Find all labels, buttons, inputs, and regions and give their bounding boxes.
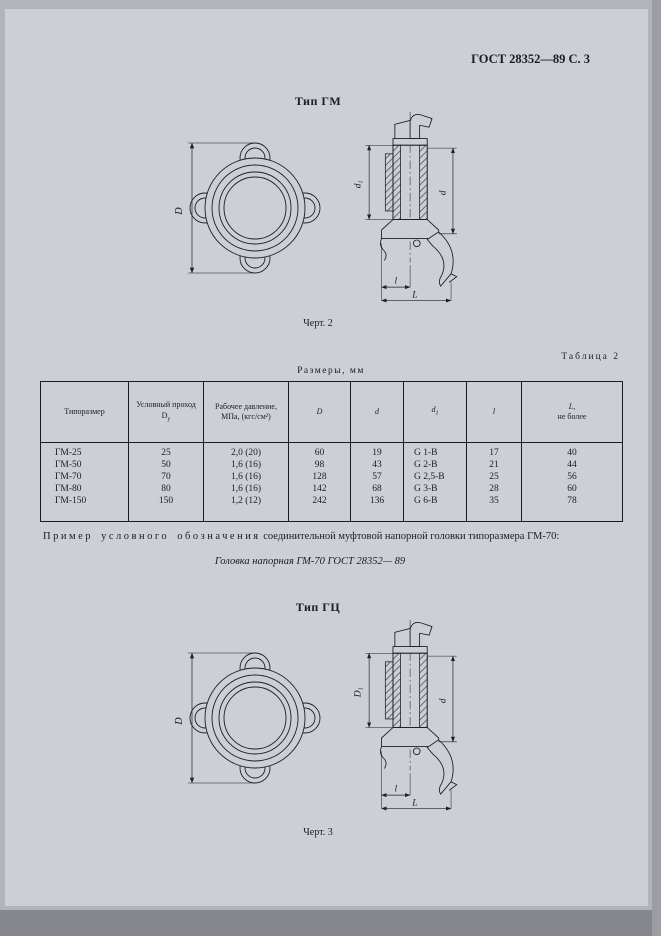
dim-label-d: d bbox=[438, 190, 448, 195]
table-cell: 242 bbox=[288, 495, 351, 522]
table-row: ГМ-25 25 2,0 (20) 60 19 G 1-B 17 40 bbox=[40, 442, 623, 459]
table-cell: 56 bbox=[521, 471, 623, 483]
table-cell: 17 bbox=[466, 442, 522, 459]
table-row: ГМ-70 70 1,6 (16) 128 57 G 2,5-B 25 56 bbox=[40, 471, 623, 483]
dimension-D: D bbox=[174, 142, 255, 274]
page-shadow-bottom bbox=[0, 910, 661, 936]
dim-label-D: D bbox=[174, 207, 185, 216]
col-header-tiporazmer: Типоразмер bbox=[40, 381, 129, 443]
dimension-D: D bbox=[174, 652, 255, 784]
table-cell: G 3-B bbox=[403, 483, 467, 495]
table-cell: ГМ-50 bbox=[40, 459, 129, 471]
document-header: ГОСТ 28352—89 С. 3 bbox=[471, 52, 590, 66]
table-cell: 40 bbox=[521, 442, 623, 459]
table-label: Таблица 2 bbox=[561, 352, 620, 362]
page-shadow-right bbox=[652, 0, 661, 936]
table-cell: 70 bbox=[128, 471, 204, 483]
dim-label-d1: d1 bbox=[354, 180, 365, 188]
example-spaced-text: Пример условного обозначения bbox=[43, 530, 261, 542]
table-cell: 78 bbox=[521, 495, 623, 522]
table-cell: 21 bbox=[466, 459, 522, 471]
coupling-side-section bbox=[380, 622, 458, 795]
document-page: ГОСТ 28352—89 С. 3 Тип ГМ D bbox=[5, 9, 648, 906]
dimension-l: l bbox=[381, 751, 411, 809]
table-cell: 1,6 (16) bbox=[203, 459, 289, 471]
table-cell: 142 bbox=[288, 483, 351, 495]
dim-label-L: L bbox=[411, 799, 417, 809]
dimensions-table-section: Таблица 2 Размеры, мм Типоразмер Условны… bbox=[40, 352, 623, 522]
designation-line: Головка напорная ГМ-70 ГОСТ 28352— 89 bbox=[214, 556, 406, 567]
table-cell: 2,0 (20) bbox=[203, 442, 289, 459]
table-cell: 50 bbox=[128, 459, 204, 471]
col-header-d: d bbox=[350, 381, 404, 443]
table-row: ГМ-50 50 1,6 (16) 98 43 G 2-B 21 44 bbox=[40, 459, 623, 471]
table-cell: G 6-B bbox=[403, 495, 467, 522]
col-header-d1: d1 bbox=[403, 381, 467, 443]
dimension-l: l bbox=[381, 243, 411, 301]
col-header-uslovny-prohod: Условный проход Dу bbox=[128, 381, 204, 443]
table-cell: ГМ-25 bbox=[40, 442, 129, 459]
col-header-D: D bbox=[288, 381, 351, 443]
table-cell: 128 bbox=[288, 471, 351, 483]
table-cell: 25 bbox=[466, 471, 522, 483]
dim-label-d: d bbox=[438, 698, 448, 703]
col-header-L: L,не более bbox=[521, 381, 623, 443]
col-header-l: l bbox=[466, 381, 522, 443]
dimension-d1: d1 bbox=[354, 144, 393, 220]
dimensions-table: Типоразмер Условный проход Dу Рабочее да… bbox=[40, 381, 623, 522]
figure1-side-view: d1 d l L bbox=[354, 111, 458, 303]
table-cell: 136 bbox=[350, 495, 404, 522]
table-cell: 25 bbox=[128, 442, 204, 459]
table-row: ГМ-80 80 1,6 (16) 142 68 G 3-B 28 60 bbox=[40, 483, 623, 495]
dimension-d: d bbox=[427, 147, 457, 235]
dim-label-D1: D1 bbox=[354, 687, 365, 698]
table-cell: 80 bbox=[128, 483, 204, 495]
table-cell: 28 bbox=[466, 483, 522, 495]
table-cell: 44 bbox=[521, 459, 623, 471]
table-cell: ГМ-150 bbox=[40, 495, 129, 522]
table-cell: 98 bbox=[288, 459, 351, 471]
dimension-L: L bbox=[381, 790, 452, 811]
table-cell: ГМ-70 bbox=[40, 471, 129, 483]
table-cell: ГМ-80 bbox=[40, 483, 129, 495]
table-cell: 1,2 (12) bbox=[203, 495, 289, 522]
figure1-front-view: D bbox=[174, 142, 321, 274]
table-cell: G 1-B bbox=[403, 442, 467, 459]
table-cell: 43 bbox=[350, 459, 404, 471]
dim-label-l: l bbox=[394, 784, 397, 794]
dim-label-D: D bbox=[174, 717, 185, 726]
col-header-rabochee-davlenie: Рабочее давление, МПа, (кгс/см²) bbox=[203, 381, 289, 443]
table-header-row: Типоразмер Условный проход Dу Рабочее да… bbox=[40, 381, 623, 443]
figure2-side-view: D1 d l L bbox=[354, 619, 458, 811]
dimension-D1: D1 bbox=[354, 652, 393, 728]
coupling-side-section bbox=[380, 114, 458, 287]
dimension-L: L bbox=[381, 282, 452, 303]
table-cell: 19 bbox=[350, 442, 404, 459]
table-cell: 57 bbox=[350, 471, 404, 483]
coupling-front-outline bbox=[189, 142, 321, 274]
figure1-caption: Черт. 2 bbox=[303, 318, 333, 329]
table-cell: 68 bbox=[350, 483, 404, 495]
dim-label-l: l bbox=[394, 276, 397, 286]
table-cell: 35 bbox=[466, 495, 522, 522]
figure2-front-view: D bbox=[174, 652, 321, 784]
example-rest-text: соединительной муфтовой напорной головки… bbox=[260, 530, 560, 542]
figure2-type-label: Тип ГЦ bbox=[295, 600, 341, 614]
table-cell: 60 bbox=[288, 442, 351, 459]
designation-example-paragraph: Пример условного обозначения соединитель… bbox=[43, 530, 565, 545]
coupling-front-outline bbox=[189, 652, 321, 784]
table-cell: G 2-B bbox=[403, 459, 467, 471]
table-cell: G 2,5-B bbox=[403, 471, 467, 483]
figure2-caption: Черт. 3 bbox=[303, 827, 333, 838]
dim-label-L: L bbox=[411, 291, 417, 301]
table-cell: 1,6 (16) bbox=[203, 483, 289, 495]
table-cell: 1,6 (16) bbox=[203, 471, 289, 483]
figure1-type-label: Тип ГМ bbox=[294, 94, 342, 108]
table-row: ГМ-150 150 1,2 (12) 242 136 G 6-B 35 78 bbox=[40, 495, 623, 522]
table-cell: 60 bbox=[521, 483, 623, 495]
table-cell: 150 bbox=[128, 495, 204, 522]
dimension-d: d bbox=[427, 655, 457, 743]
table-units: Размеры, мм bbox=[297, 366, 365, 376]
